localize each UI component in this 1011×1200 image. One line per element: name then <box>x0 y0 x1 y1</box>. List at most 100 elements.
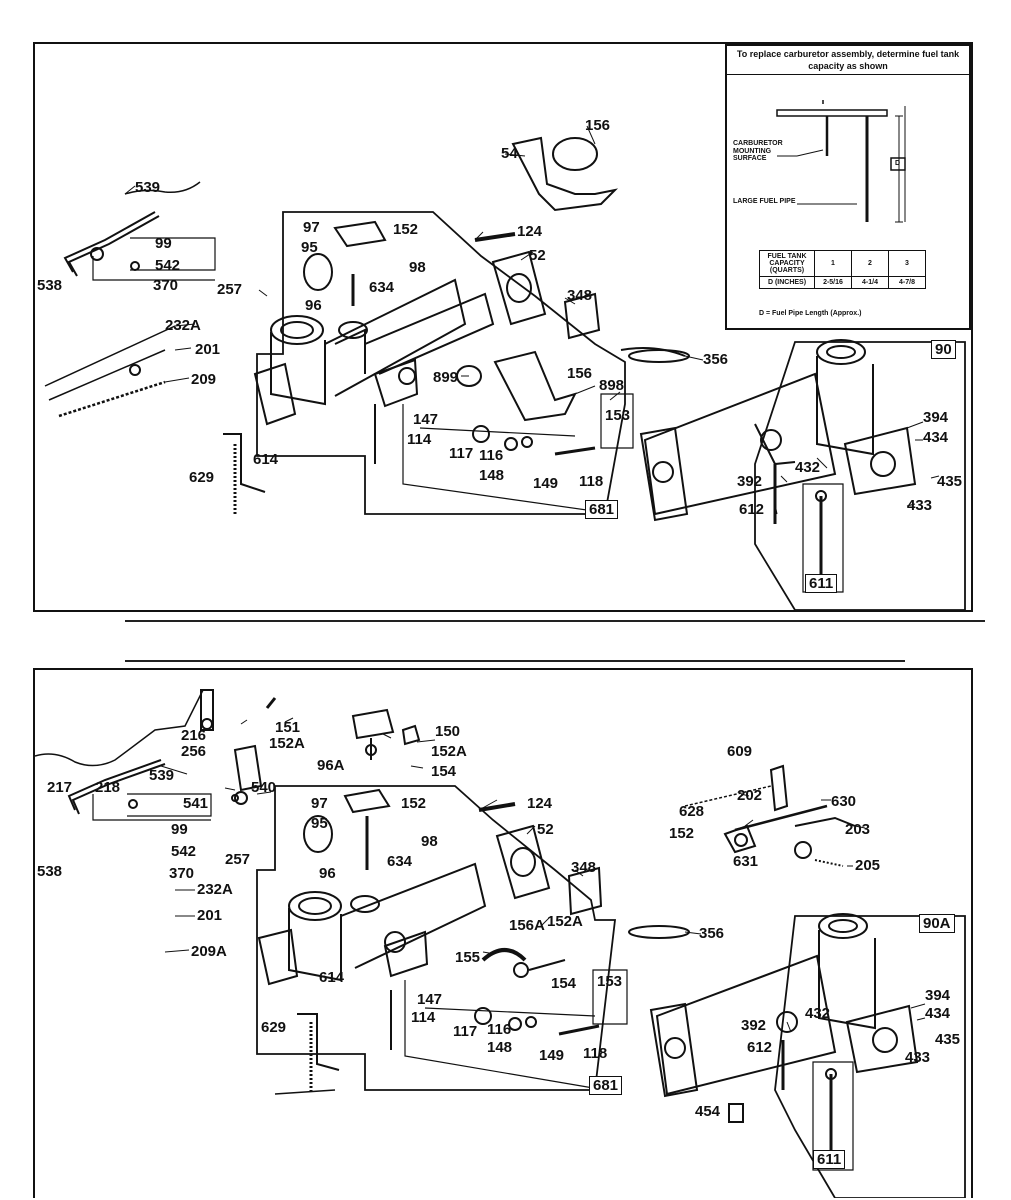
part-label: 124 <box>517 223 543 240</box>
part-label: 96 <box>305 297 322 314</box>
part-label: 899 <box>433 369 459 386</box>
table-value-1: 2-5/16 <box>814 276 852 289</box>
bottom-parts-drawing <box>35 689 966 1198</box>
part-label: 432 <box>795 459 821 476</box>
part-label: 118 <box>583 1045 608 1062</box>
fuel-capacity-table: FUEL TANK CAPACITY (QUARTS) 1 2 3 D (INC… <box>759 250 926 289</box>
part-label: 203 <box>845 821 871 838</box>
part-label: 97 <box>311 795 328 812</box>
part-label: 152A <box>431 743 467 760</box>
part-label: 538 <box>37 863 63 880</box>
part-label: 99 <box>171 821 188 838</box>
table-value-3: 4-7/8 <box>888 276 926 289</box>
large-fuel-pipe-label: LARGE FUEL PIPE <box>733 198 796 205</box>
part-label: 631 <box>733 853 759 870</box>
part-label: 118 <box>579 473 604 490</box>
bottom-diagram-panel: 216 256 151 152A 150 152A 96A 154 217 21… <box>33 668 973 1198</box>
part-label: 394 <box>925 987 951 1004</box>
part-label: 156A <box>509 917 545 934</box>
part-label: 95 <box>311 815 328 832</box>
part-label: 117 <box>449 445 474 462</box>
top-parts-drawing <box>44 125 966 610</box>
part-label: 540 <box>251 779 277 796</box>
part-label: 433 <box>905 1049 931 1066</box>
part-label: 370 <box>153 277 179 294</box>
part-label: 612 <box>739 501 765 518</box>
part-label: 612 <box>747 1039 773 1056</box>
part-label: 98 <box>409 259 426 276</box>
part-label: 147 <box>413 411 439 428</box>
part-label: 629 <box>261 1019 287 1036</box>
part-label: 630 <box>831 793 857 810</box>
part-label: 628 <box>679 803 705 820</box>
part-label: 681 <box>589 1076 623 1095</box>
part-label: 152A <box>547 913 583 930</box>
part-label: 90 <box>931 340 956 359</box>
part-label: 348 <box>571 859 597 876</box>
part-label: 156 <box>567 365 593 382</box>
part-label: 150 <box>435 723 461 740</box>
part-label: 147 <box>417 991 443 1008</box>
part-label: 96 <box>319 865 336 882</box>
part-label: 539 <box>149 767 175 784</box>
part-label: 52 <box>537 821 554 838</box>
part-label: 97 <box>303 219 320 236</box>
fuel-capacity-inset: To replace carburetor assembly, determin… <box>725 44 971 330</box>
part-label: 634 <box>369 279 395 296</box>
part-label: 538 <box>37 277 63 294</box>
table-row-d: D (INCHES) <box>759 276 815 289</box>
table-header-2: 2 <box>851 250 889 277</box>
part-label: 117 <box>453 1023 478 1040</box>
fuel-pipe-sketch <box>776 100 906 223</box>
part-label: 394 <box>923 409 949 426</box>
top-diagram-panel: To replace carburetor assembly, determin… <box>33 42 973 612</box>
part-label: 151 <box>275 719 301 736</box>
part-label: 201 <box>197 907 223 924</box>
part-label: 634 <box>387 853 413 870</box>
part-label: 116 <box>487 1021 512 1038</box>
part-label: 96A <box>317 757 345 774</box>
part-label: 542 <box>171 843 197 860</box>
part-label: 152A <box>269 735 305 752</box>
inset-title: To replace carburetor assembly, determin… <box>727 46 969 75</box>
part-label: 435 <box>935 1031 961 1048</box>
part-label: 153 <box>597 973 623 990</box>
part-label: 434 <box>925 1005 951 1022</box>
part-label: 611 <box>805 574 838 593</box>
part-label: 432 <box>805 1005 831 1022</box>
part-label: 392 <box>737 473 763 490</box>
part-label: 152 <box>393 221 419 238</box>
part-label: 114 <box>411 1009 436 1026</box>
part-label: 205 <box>855 857 881 874</box>
separator-rule-2 <box>125 660 905 662</box>
part-label: 614 <box>253 451 279 468</box>
part-label: 232A <box>197 881 233 898</box>
part-label: 216 <box>181 727 207 744</box>
table-header-3: 3 <box>888 250 926 277</box>
part-label: 433 <box>907 497 933 514</box>
part-label: 356 <box>699 925 725 942</box>
part-label: 149 <box>539 1047 565 1064</box>
part-label: 681 <box>585 500 619 519</box>
part-label: 232A <box>165 317 201 334</box>
part-label: 114 <box>407 431 432 448</box>
part-label: 155 <box>455 949 481 966</box>
part-label: 541 <box>183 795 209 812</box>
part-label: 116 <box>479 447 504 464</box>
table-header-1: 1 <box>814 250 852 277</box>
part-label: 392 <box>741 1017 767 1034</box>
part-label: 209 <box>191 371 217 388</box>
part-label: 156 <box>585 117 611 134</box>
part-label: 257 <box>225 851 251 868</box>
part-label: 98 <box>421 833 438 850</box>
part-label: 201 <box>195 341 221 358</box>
part-label: 152 <box>401 795 427 812</box>
dimension-d-label: D <box>895 160 901 167</box>
part-label: 209A <box>191 943 227 960</box>
part-label: 454 <box>695 1103 721 1120</box>
inset-footnote: D = Fuel Pipe Length (Approx.) <box>759 310 862 317</box>
part-label: 629 <box>189 469 215 486</box>
part-label: 611 <box>813 1150 846 1169</box>
part-label: 154 <box>431 763 457 780</box>
part-label: 609 <box>727 743 753 760</box>
